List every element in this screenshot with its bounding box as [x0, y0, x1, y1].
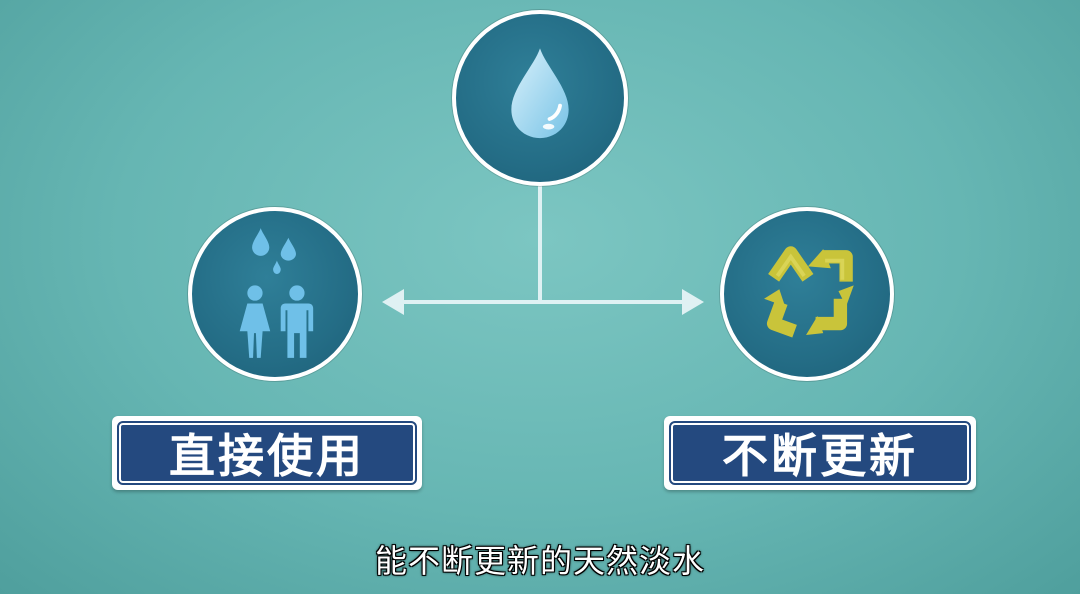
water-drop-icon	[511, 48, 569, 139]
node-left-direct-use	[188, 207, 362, 381]
arrow-left-icon	[382, 289, 404, 315]
arrow-right-icon	[682, 289, 704, 315]
node-top-water	[452, 10, 628, 186]
recycle-icon	[764, 246, 854, 338]
node-right-renewable	[720, 207, 894, 381]
label-direct-use: 直接使用	[112, 416, 422, 490]
people-rain-icon	[239, 228, 314, 358]
label-renewable-text: 不断更新	[669, 421, 971, 485]
video-subtitle: 能不断更新的天然淡水	[374, 542, 705, 580]
label-direct-use-text: 直接使用	[117, 421, 417, 485]
label-renewable: 不断更新	[664, 416, 976, 490]
